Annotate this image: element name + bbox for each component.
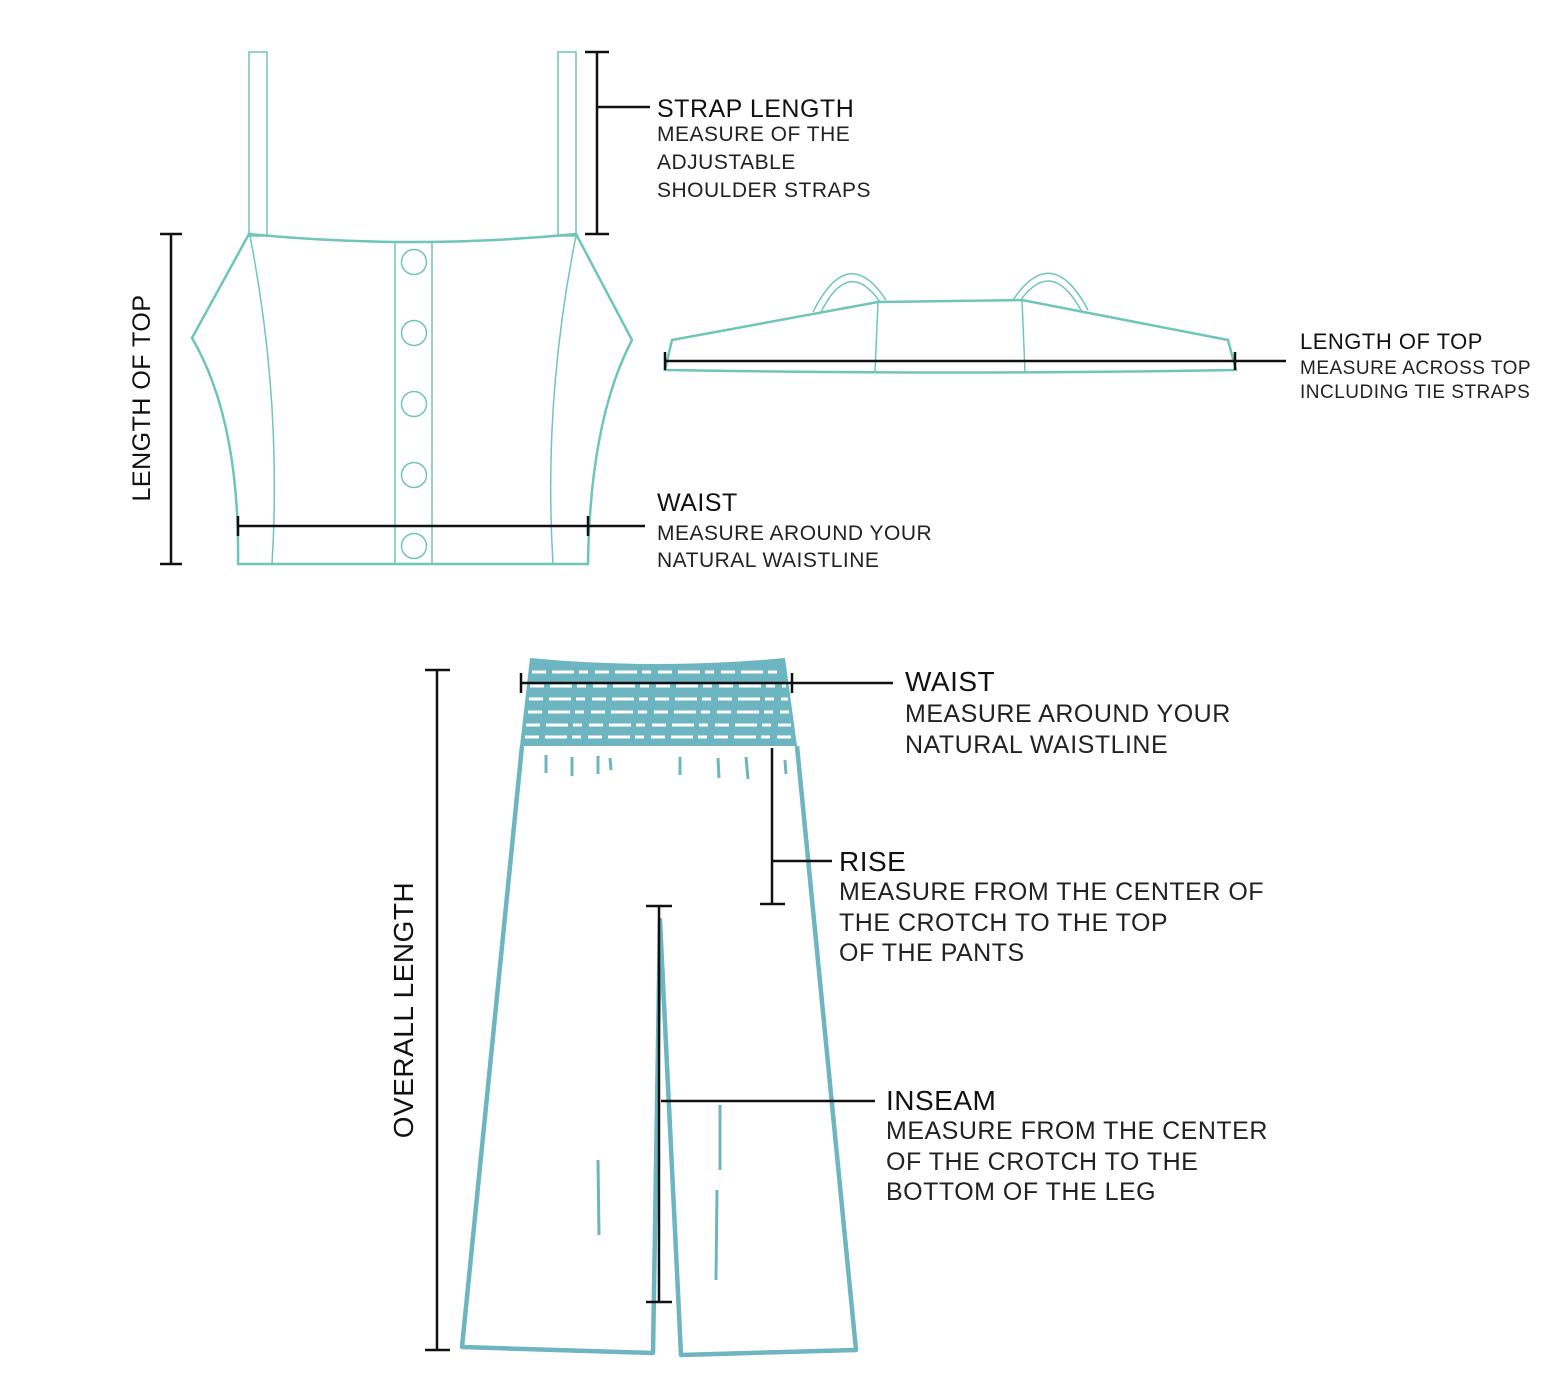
top-front-illustration xyxy=(190,51,634,566)
inseam-desc: BOTTOM OF THE LEG xyxy=(886,1178,1156,1206)
top-flat-measure-line xyxy=(663,352,1286,370)
button-placket xyxy=(394,242,433,564)
rise-desc: MEASURE FROM THE CENTER OF xyxy=(839,878,1264,906)
right-strap xyxy=(557,51,577,237)
rise-desc: OF THE PANTS xyxy=(839,939,1025,967)
pants-waist-desc: NATURAL WAISTLINE xyxy=(905,731,1168,759)
strap-length-desc: SHOULDER STRAPS xyxy=(657,179,871,202)
fabric-folds xyxy=(544,755,788,1281)
left-strap xyxy=(248,51,268,237)
overall-length-label: OVERALL LENGTH xyxy=(388,882,419,1138)
strap-length-title: STRAP LENGTH xyxy=(657,95,854,123)
length-of-top-label: LENGTH OF TOP xyxy=(128,294,156,501)
top-flat-length-title: LENGTH OF TOP xyxy=(1300,329,1483,354)
pants-measure-lines xyxy=(425,668,893,1352)
top-flat-illustration xyxy=(663,272,1238,374)
top-waist-title: WAIST xyxy=(657,489,738,517)
pants-waist-desc: MEASURE AROUND YOUR xyxy=(905,700,1231,728)
buttons xyxy=(400,248,428,560)
strap-length-desc: MEASURE OF THE xyxy=(657,123,850,146)
top-waist-desc: MEASURE AROUND YOUR xyxy=(657,522,932,545)
pants-waist-title: WAIST xyxy=(905,666,995,697)
top-waist-desc: NATURAL WAISTLINE xyxy=(657,549,879,572)
inseam-title: INSEAM xyxy=(886,1085,996,1116)
rise-title: RISE xyxy=(839,846,906,877)
side-seams xyxy=(249,235,577,565)
inseam-desc: OF THE CROTCH TO THE xyxy=(886,1148,1198,1176)
top-flat-length-desc: INCLUDING TIE STRAPS xyxy=(1300,382,1530,403)
inseam-desc: MEASURE FROM THE CENTER xyxy=(886,1117,1268,1145)
strap-length-desc: ADJUSTABLE xyxy=(657,151,796,174)
pants-illustration xyxy=(459,658,859,1358)
top-body xyxy=(190,232,634,566)
rise-desc: THE CROTCH TO THE TOP xyxy=(839,909,1168,937)
top-front-measure-lines xyxy=(160,50,650,566)
top-flat-length-desc: MEASURE ACROSS TOP xyxy=(1300,358,1531,379)
